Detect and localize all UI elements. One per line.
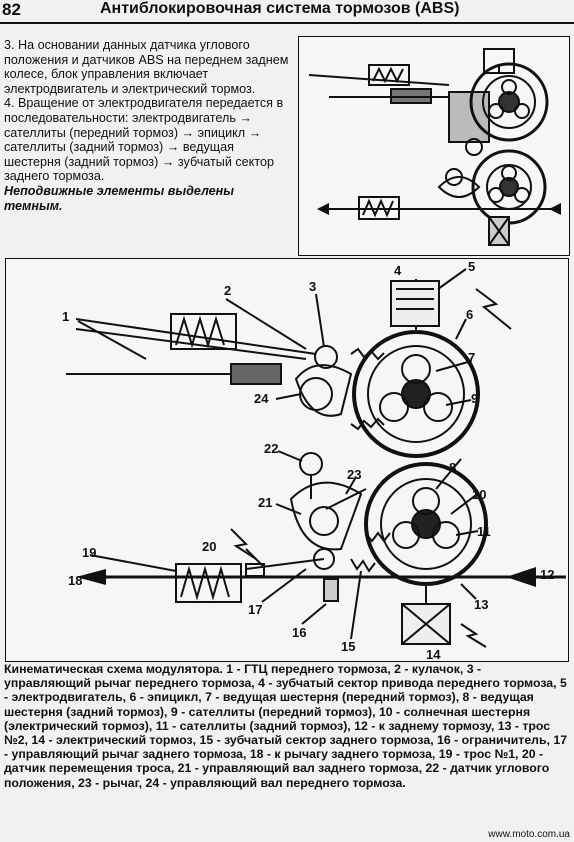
callout-11: 11 xyxy=(477,524,491,539)
page-number: 82 xyxy=(2,0,21,19)
callout-16: 16 xyxy=(292,625,306,640)
page-header: 82 Антиблокировочная система тормозов (A… xyxy=(0,0,574,24)
callout-3: 3 xyxy=(309,279,316,294)
callout-19: 19 xyxy=(82,545,96,560)
callout-13: 13 xyxy=(474,597,488,612)
body-text: 3. На основании данных датчика углового … xyxy=(4,38,294,213)
paragraph-3: 3. На основании данных датчика углового … xyxy=(4,38,289,96)
callout-15: 15 xyxy=(341,639,355,654)
callout-5: 5 xyxy=(468,259,475,274)
callout-9: 9 xyxy=(471,391,478,406)
callout-22: 22 xyxy=(264,441,278,456)
callout-14: 14 xyxy=(426,647,441,661)
callout-21: 21 xyxy=(258,495,272,510)
callout-12: 12 xyxy=(540,567,554,582)
note-text: Неподвижные элементы выделены темным. xyxy=(4,183,235,213)
callout-4: 4 xyxy=(394,263,402,278)
callout-24: 24 xyxy=(254,391,269,406)
callout-7: 7 xyxy=(468,350,475,365)
callout-10: 10 xyxy=(472,487,486,502)
small-schematic-figure xyxy=(298,36,570,256)
callout-2: 2 xyxy=(224,283,231,298)
callout-6: 6 xyxy=(466,307,473,322)
callout-18: 18 xyxy=(68,573,82,588)
watermark-text: www.moto.com.ua xyxy=(488,829,570,840)
paragraph-4: 4. Вращение от электродвигателя передает… xyxy=(4,96,284,184)
callout-17: 17 xyxy=(248,602,262,617)
kinematic-diagram-figure: 1 2 3 4 5 6 7 8 9 10 11 12 13 14 15 16 1… xyxy=(5,258,569,662)
page-title: Антиблокировочная система тормозов (ABS) xyxy=(100,0,460,17)
kinematic-diagram-drawing: 1 2 3 4 5 6 7 8 9 10 11 12 13 14 15 16 1… xyxy=(62,259,566,662)
figure-caption: Кинематическая схема модулятора. 1 - ГТЦ… xyxy=(4,662,568,790)
small-schematic-drawing xyxy=(308,48,561,246)
callout-8: 8 xyxy=(449,460,456,475)
callout-23: 23 xyxy=(347,467,361,482)
callout-1: 1 xyxy=(62,309,69,324)
callout-20: 20 xyxy=(202,539,216,554)
